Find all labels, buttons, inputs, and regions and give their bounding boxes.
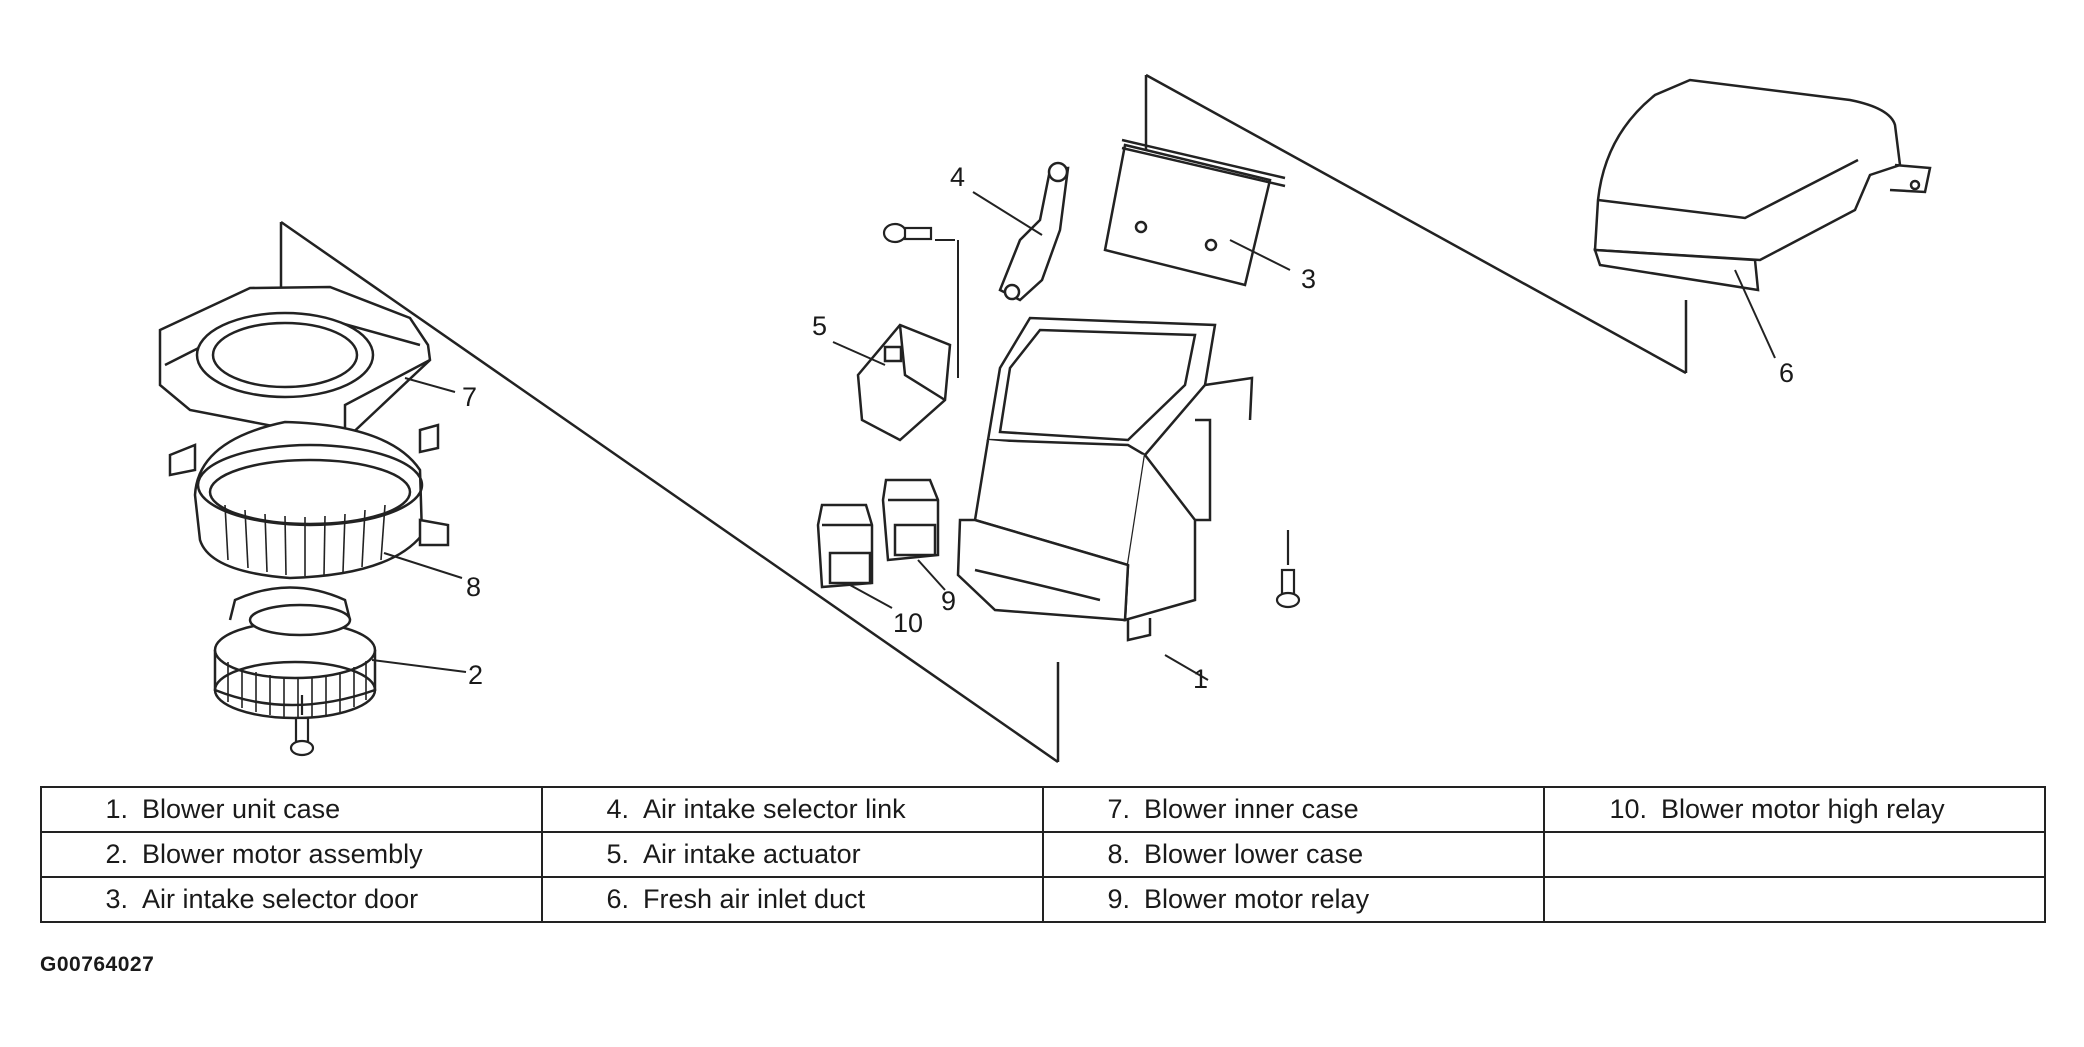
callout-3: 3 [1301,264,1316,294]
legend-number: 2. [105,839,128,869]
legend-number: 6. [606,884,629,914]
link-screw [882,222,933,244]
legend-label: Air intake selector link [643,794,906,824]
callout-9: 9 [941,586,956,616]
blower-motor-high-relay [816,503,874,589]
blower-inner-case [158,285,432,442]
legend-label: Blower motor relay [1144,884,1370,914]
air-intake-selector-link [998,161,1070,302]
callout-1: 1 [1193,664,1208,694]
callout-7: 7 [462,382,477,412]
air-intake-selector-door [1103,138,1286,287]
callout-6: 6 [1779,358,1794,388]
legend-number: 10. [1609,794,1647,824]
blower-lower-case [168,420,450,580]
legend-cell: 6. Fresh air inlet duct [541,876,1044,923]
legend-row: 3. Air intake selector door 6. Fresh air i… [40,876,2046,923]
legend-cell: 5. Air intake actuator [541,831,1044,878]
legend-number: 8. [1107,839,1130,869]
legend-cell-empty [1543,831,2046,878]
legend-number: 9. [1107,884,1130,914]
callout-4: 4 [950,162,965,192]
legend-label: Blower inner case [1144,794,1359,824]
fresh-air-inlet-duct [1593,78,1932,292]
legend-number: 5. [606,839,629,869]
parts-legend-table: 1. Blower unit case 4. Air intake selector… [40,786,2046,923]
legend-row: 2. Blower motor assembly 5. Air intake act… [40,831,2046,878]
legend-number: 7. [1107,794,1130,824]
air-intake-actuator [856,323,952,442]
legend-cell: 1. Blower unit case [40,786,543,833]
legend-number: 4. [606,794,629,824]
callout-2: 2 [468,660,483,690]
legend-label: Air intake actuator [643,839,861,869]
legend-cell: 2. Blower motor assembly [40,831,543,878]
legend-number: 1. [105,794,128,824]
callout-8: 8 [466,572,481,602]
legend-label: Blower motor assembly [142,839,423,869]
legend-cell: 9. Blower motor relay [1042,876,1545,923]
motor-screw [289,695,315,757]
legend-label: Blower lower case [1144,839,1364,869]
callout-10: 10 [893,608,923,638]
legend-label: Air intake selector door [142,884,419,914]
case-screw [1275,530,1301,609]
legend-label: Fresh air inlet duct [643,884,866,914]
figure-id: G00764027 [40,953,155,976]
leader-lines [371,191,1776,681]
legend-cell: 7. Blower inner case [1042,786,1545,833]
legend-number: 3. [105,884,128,914]
legend-label: Blower unit case [142,794,341,824]
blower-motor-assembly [213,586,377,720]
legend-cell: 8. Blower lower case [1042,831,1545,878]
blower-motor-relay [881,478,940,562]
callout-5: 5 [812,311,827,341]
legend-label: Blower motor high relay [1661,794,1945,824]
blower-unit-case [956,316,1254,642]
group-outline-lines [279,73,1688,764]
legend-cell: 4. Air intake selector link [541,786,1044,833]
legend-cell: 3. Air intake selector door [40,876,543,923]
legend-row: 1. Blower unit case 4. Air intake selector… [40,786,2046,833]
legend-cell-empty [1543,876,2046,923]
exploded-view-diagram: 1 2 3 4 5 6 7 8 9 10 [158,73,1932,764]
legend-cell: 10. Blower motor high relay [1543,786,2046,833]
